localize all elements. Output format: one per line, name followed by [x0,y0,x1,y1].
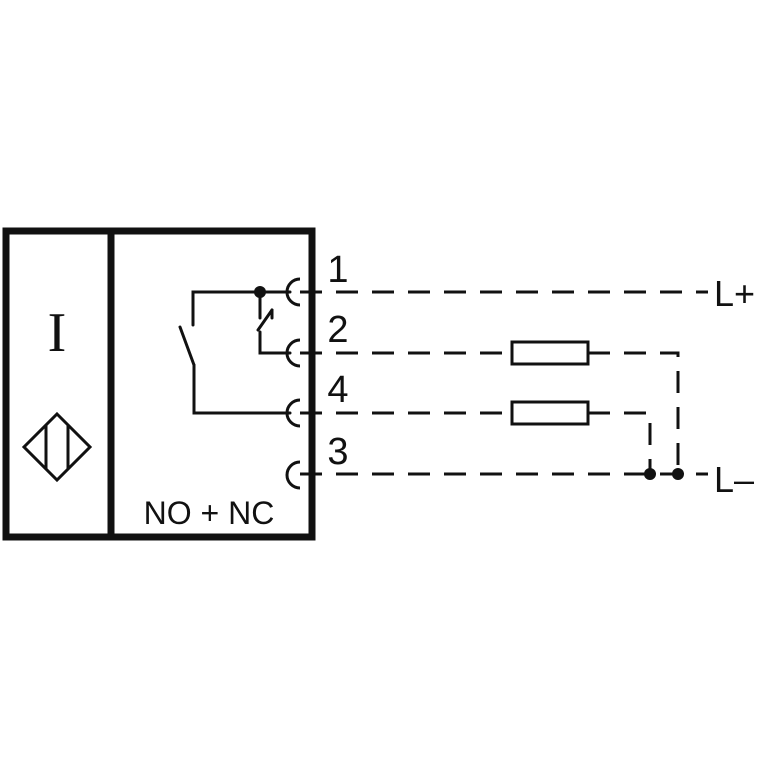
terminal-number: 4 [327,369,348,411]
connector-4 [285,398,301,428]
bus-top [191,290,292,327]
sensor-housing [2,227,316,541]
connector-1 [285,277,301,307]
external-wiring [300,290,708,476]
nc-contact-icon [256,308,274,332]
wire-load-1-return [588,351,680,474]
bus-left [192,363,292,415]
nc-bus [258,330,292,355]
terminal-number: 3 [327,431,348,473]
internal-circuit [178,290,292,415]
junction-node [672,468,684,480]
sensor-type-symbol: I [48,302,67,364]
terminal-connectors [285,277,301,490]
terminal-number: 1 [327,249,348,291]
inductive-sensor-icon [21,411,93,483]
housing-outline [2,227,316,541]
junction-node [254,286,266,298]
connector-2 [285,338,301,368]
load-resistor-icon [510,340,590,366]
load-resistor-icon [510,400,590,426]
wire-load-2-return [588,411,652,474]
no-contact-icon [178,325,196,367]
junction-node [644,468,656,480]
connector-3 [285,460,301,490]
output-type-label: NO + NC [144,495,275,531]
terminal-number: 2 [327,309,348,351]
loads [510,340,590,426]
supply-negative-label: L– [714,459,754,500]
supply-positive-label: L+ [714,273,755,314]
